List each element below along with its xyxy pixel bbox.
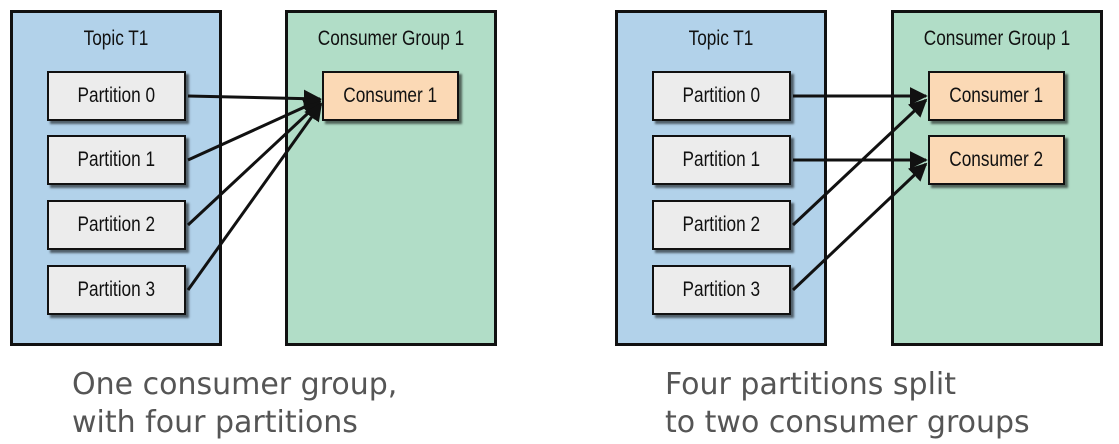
right-consumer-2: Consumer 2 [928,135,1065,185]
right-consumer-group-title: Consumer Group 1 [923,27,1071,50]
right-topic-title: Topic T1 [688,27,754,50]
left-partition-1: Partition 1 [47,135,186,185]
left-caption-line-1: One consumer group, [72,367,398,402]
right-arrow-p2-c1 [791,98,928,227]
left-consumer-1: Consumer 1 [322,71,459,121]
left-topic-title: Topic T1 [83,27,149,50]
right-caption: Four partitions split to two consumer gr… [665,366,1030,442]
right-arrow-p3-c2 [791,162,928,292]
left-partition-2: Partition 2 [47,200,186,250]
left-arrow-p1-c1 [187,98,322,162]
left-partition-0: Partition 0 [47,71,186,121]
left-consumer-group-title: Consumer Group 1 [317,27,465,50]
right-partition-3: Partition 3 [652,265,791,315]
right-caption-line-2: to two consumer groups [665,405,1030,440]
left-arrow-p3-c1 [186,102,323,291]
left-partition-3: Partition 3 [47,265,186,315]
right-partition-0: Partition 0 [652,71,791,121]
left-caption: One consumer group, with four partitions [72,366,397,442]
right-consumer-1: Consumer 1 [928,71,1065,121]
left-arrow-p0-c1 [187,89,322,108]
right-partition-2: Partition 2 [652,200,791,250]
left-arrow-p2-c1 [186,100,322,227]
right-caption-line-1: Four partitions split [665,367,957,402]
left-consumer-group-panel: Consumer Group 1 [285,10,497,346]
right-partition-1: Partition 1 [652,135,791,185]
left-caption-line-2: with four partitions [72,405,358,440]
